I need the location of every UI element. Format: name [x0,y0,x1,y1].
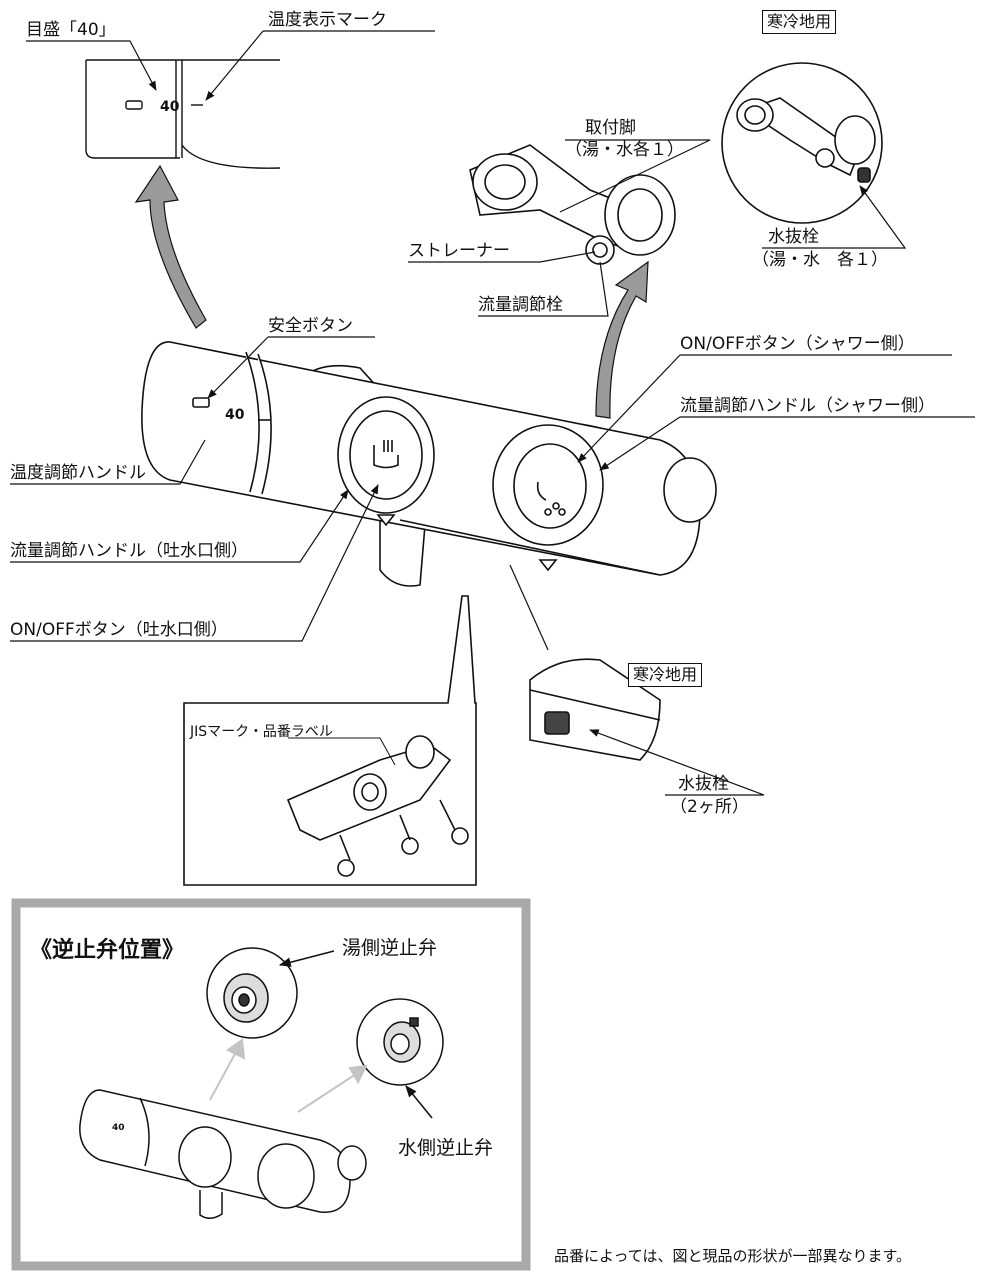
check-valve-frame [11,898,531,1271]
label-mount-leg: 取付脚 [585,118,636,138]
label-temp-handle: 温度調節ハンドル [10,463,146,483]
label-cold-region-bottom: 寒冷地用 [628,663,703,687]
drain-inset [529,658,661,761]
cold-region-inset [721,62,883,224]
label-temp-mark: 温度表示マーク [268,10,387,30]
label-drain-plug-bottom: 水抜栓 [678,774,729,794]
label-flow-handle-spout: 流量調節ハンドル（吐水口側） [10,541,248,561]
label-flow-valve: 流量調節栓 [478,295,563,315]
mounting-legs [469,144,676,265]
label-onoff-shower: ON/OFFボタン（シャワー側） [680,334,915,354]
label-dial-40-main: 40 [225,407,245,423]
label-onoff-spout: ON/OFFボタン（吐水口側） [10,620,228,640]
label-mount-leg-note: （湯・水各１） [565,140,684,160]
label-drain-plug-top-note: （湯・水 各１） [752,250,888,270]
dial-closeup [85,59,281,169]
curved-arrows [134,164,649,419]
jis-inset [183,595,477,886]
label-strainer: ストレーナー [408,241,510,261]
label-dial-40-top: 40 [160,99,180,115]
dial-icons [373,440,566,516]
label-flow-handle-shower: 流量調節ハンドル（シャワー側） [680,396,935,416]
leader-lines [10,30,975,796]
label-scale-40: 目盛「40」 [26,20,116,40]
label-drain-plug-bottom-note: （2ヶ所） [670,797,749,817]
label-dial-40-small: 40 [112,1123,125,1133]
footnote: 品番によっては、図と現品の形状が一部異なります。 [554,1247,912,1265]
label-safety-button: 安全ボタン [268,316,353,336]
label-jis: JISマーク・品番ラベル [190,724,333,740]
label-cold-region-top: 寒冷地用 [762,10,837,34]
check-valve-title: 《逆止弁位置》 [30,938,185,963]
label-cold-check-valve: 水側逆止弁 [398,1137,494,1159]
label-hot-check-valve: 湯側逆止弁 [342,937,438,959]
label-drain-plug-top: 水抜栓 [768,227,819,247]
